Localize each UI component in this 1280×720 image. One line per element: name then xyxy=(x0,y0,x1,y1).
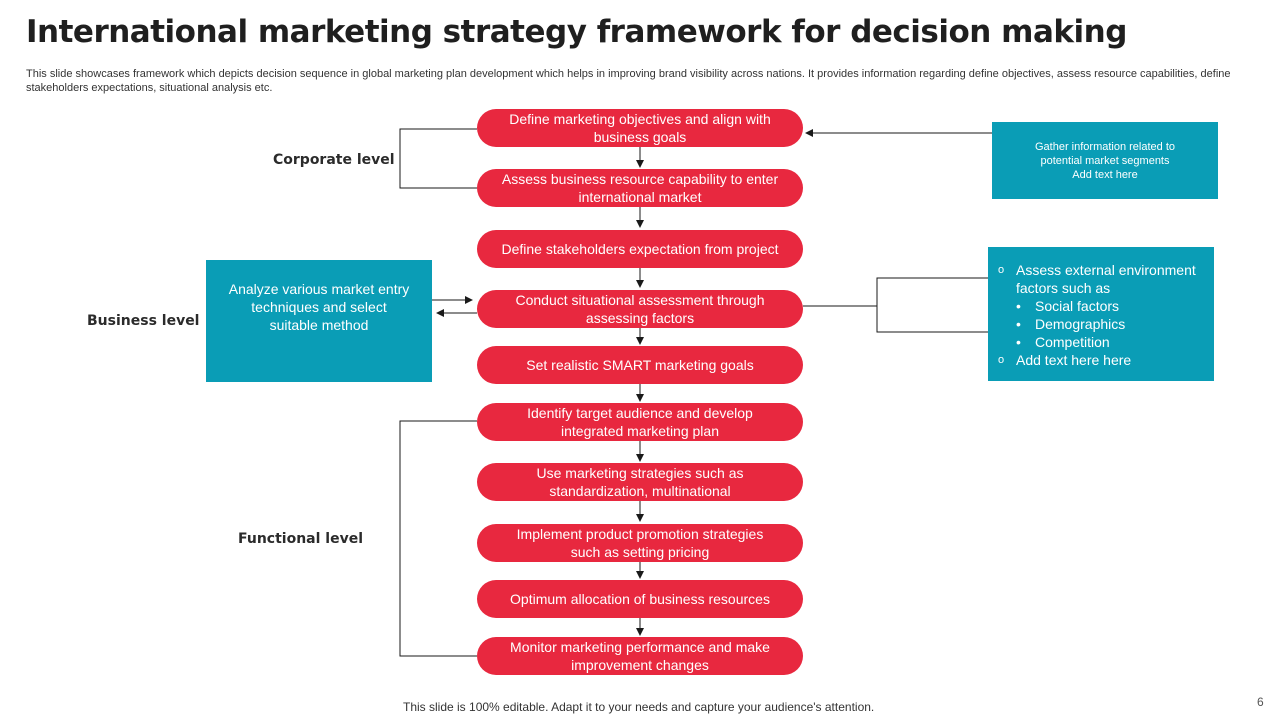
list-item: • Social factors xyxy=(988,297,1214,315)
footer-note: This slide is 100% editable. Adapt it to… xyxy=(403,700,875,714)
analyze-entry-techniques-box: Analyze various market entry techniques … xyxy=(206,260,432,382)
external-factors-box: o Assess external environment factors suc… xyxy=(988,247,1214,381)
step-7-marketing-strategies: Use marketing strategies such as standar… xyxy=(477,463,803,501)
functional-bracket xyxy=(399,420,477,657)
external-factors-list: o Assess external environment factors suc… xyxy=(988,261,1214,369)
level-label-functional: Functional level xyxy=(238,531,364,547)
slide-description: This slide showcases framework which dep… xyxy=(26,68,1231,94)
list-item-text: Assess external environment factors such… xyxy=(1016,262,1196,296)
page-number: 6 xyxy=(1257,695,1264,709)
step-4-situational-assessment: Conduct situational assessment through a… xyxy=(477,290,803,328)
list-item-text: Add text here here xyxy=(1016,352,1132,368)
slide-title: International marketing strategy framewo… xyxy=(26,14,1127,50)
step-1-define-objectives: Define marketing objectives and align wi… xyxy=(477,109,803,147)
hollow-bullet-icon: o xyxy=(998,264,1005,276)
bullet-icon: • xyxy=(1016,298,1021,314)
bullet-icon: • xyxy=(1016,334,1021,350)
level-label-corporate: Corporate level xyxy=(273,152,395,168)
gather-information-text: Gather information related to potential … xyxy=(1034,140,1176,167)
gather-information-box: Gather information related to potential … xyxy=(992,122,1218,199)
list-item: o Add text here here xyxy=(988,351,1214,369)
level-label-business: Business level xyxy=(87,313,200,329)
step-3-stakeholder-expectations: Define stakeholders expectation from pro… xyxy=(477,230,803,268)
hollow-bullet-icon: o xyxy=(998,354,1005,366)
gather-add-text: Add text here xyxy=(1072,168,1138,181)
list-item: • Competition xyxy=(988,333,1214,351)
step-5-smart-goals: Set realistic SMART marketing goals xyxy=(477,346,803,384)
bullet-icon: • xyxy=(1016,316,1021,332)
external-bracket xyxy=(876,277,988,333)
corporate-bracket xyxy=(399,128,477,189)
list-item-text: Social factors xyxy=(1035,298,1120,314)
step-6-target-audience: Identify target audience and develop int… xyxy=(477,403,803,441)
step-10-monitor-performance: Monitor marketing performance and make i… xyxy=(477,637,803,675)
step-2-assess-resources: Assess business resource capability to e… xyxy=(477,169,803,207)
list-item-text: Competition xyxy=(1035,334,1110,350)
step-9-resource-allocation: Optimum allocation of business resources xyxy=(477,580,803,618)
step-8-product-promotion: Implement product promotion strategies s… xyxy=(477,524,803,562)
list-item: • Demographics xyxy=(988,315,1214,333)
list-item: o Assess external environment factors suc… xyxy=(988,261,1214,297)
list-item-text: Demographics xyxy=(1035,316,1126,332)
analyze-entry-techniques-text: Analyze various market entry techniques … xyxy=(228,281,410,333)
